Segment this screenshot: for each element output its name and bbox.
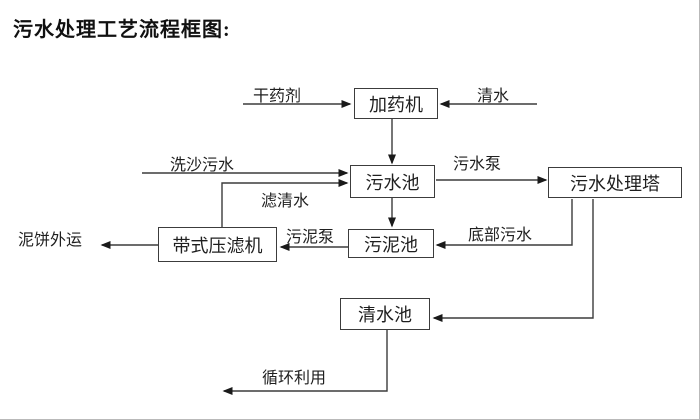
flow-label-sewage-pump: 污水泵	[453, 156, 502, 173]
node-belt-filter-press: 带式压滤机	[158, 227, 277, 262]
edge-tower-to-clean-pool-line	[432, 199, 594, 322]
flow-label-sludge-pump: 污泥泵	[286, 229, 335, 246]
node-dosing-machine: 加药机	[354, 88, 438, 119]
node-treatment-tower: 污水处理塔	[548, 167, 682, 198]
node-sludge-pool: 污泥池	[348, 229, 434, 258]
flow-label-recycle-use: 循环利用	[262, 370, 327, 387]
edge-filtered-water-line	[221, 179, 349, 227]
node-dosing-machine-label: 加药机	[369, 94, 423, 115]
flow-label-bottom-sewage: 底部污水	[468, 227, 533, 244]
node-sewage-pool: 污水池	[350, 165, 435, 198]
node-belt-filter-press-label: 带式压滤机	[172, 235, 263, 256]
diagram-title: 污水处理工艺流程框图:	[13, 19, 231, 41]
node-clean-water-pool-label: 清水池	[358, 305, 412, 325]
node-sewage-pool-label: 污水池	[365, 172, 420, 193]
flow-label-mud-cake-out: 泥饼外运	[18, 232, 83, 249]
node-clean-water-pool: 清水池	[340, 298, 430, 330]
flow-label-dry-agent: 干药剂	[253, 88, 302, 105]
edge-recycle-use-line	[222, 330, 388, 395]
edge-bottom-sewage-line	[435, 199, 573, 249]
node-treatment-tower-label: 污水处理塔	[570, 173, 660, 194]
flow-label-sand-washing-sewage: 洗沙污水	[170, 157, 235, 174]
flow-label-clean-water-in: 清水	[477, 88, 510, 105]
node-sludge-pool-label: 污泥池	[364, 234, 418, 255]
flow-label-filtered-water: 滤清水	[261, 193, 310, 210]
